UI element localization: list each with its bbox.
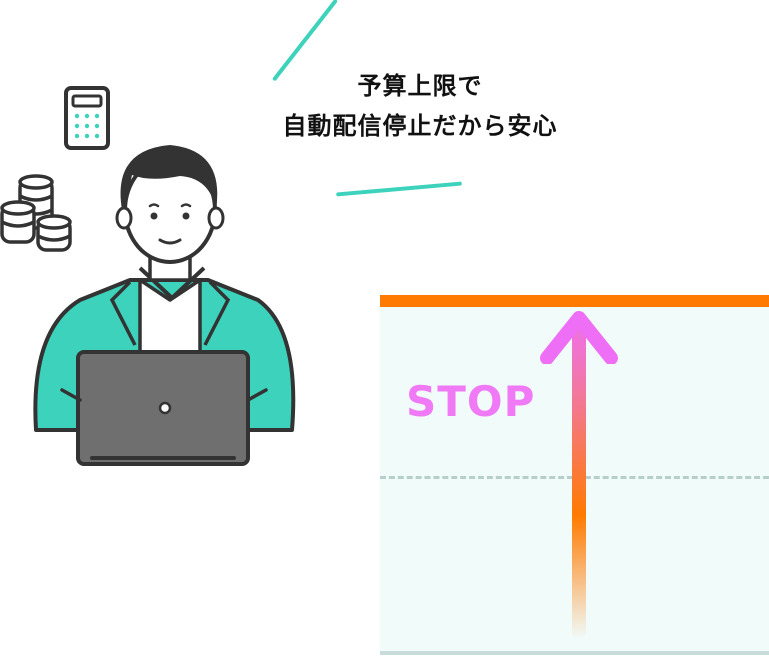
decorative-line-bottom [336,181,462,197]
businessman-illustration [0,86,296,466]
caption-line-2: 自動配信停止だから安心 [282,112,558,140]
caption-line-1: 予算上限で [357,72,483,100]
arrow-up-icon [540,311,618,364]
caption: 予算上限で 自動配信停止だから安心 [250,66,590,146]
arrow-up-shaft [572,313,586,639]
calculator-icon [64,86,110,150]
coins-icon [0,174,72,252]
budget-limit-line [380,295,769,307]
budget-limit-panel: STOP [380,295,769,655]
laptop-icon [76,350,250,466]
businessman-head [115,145,225,282]
stop-label: STOP [406,377,536,426]
